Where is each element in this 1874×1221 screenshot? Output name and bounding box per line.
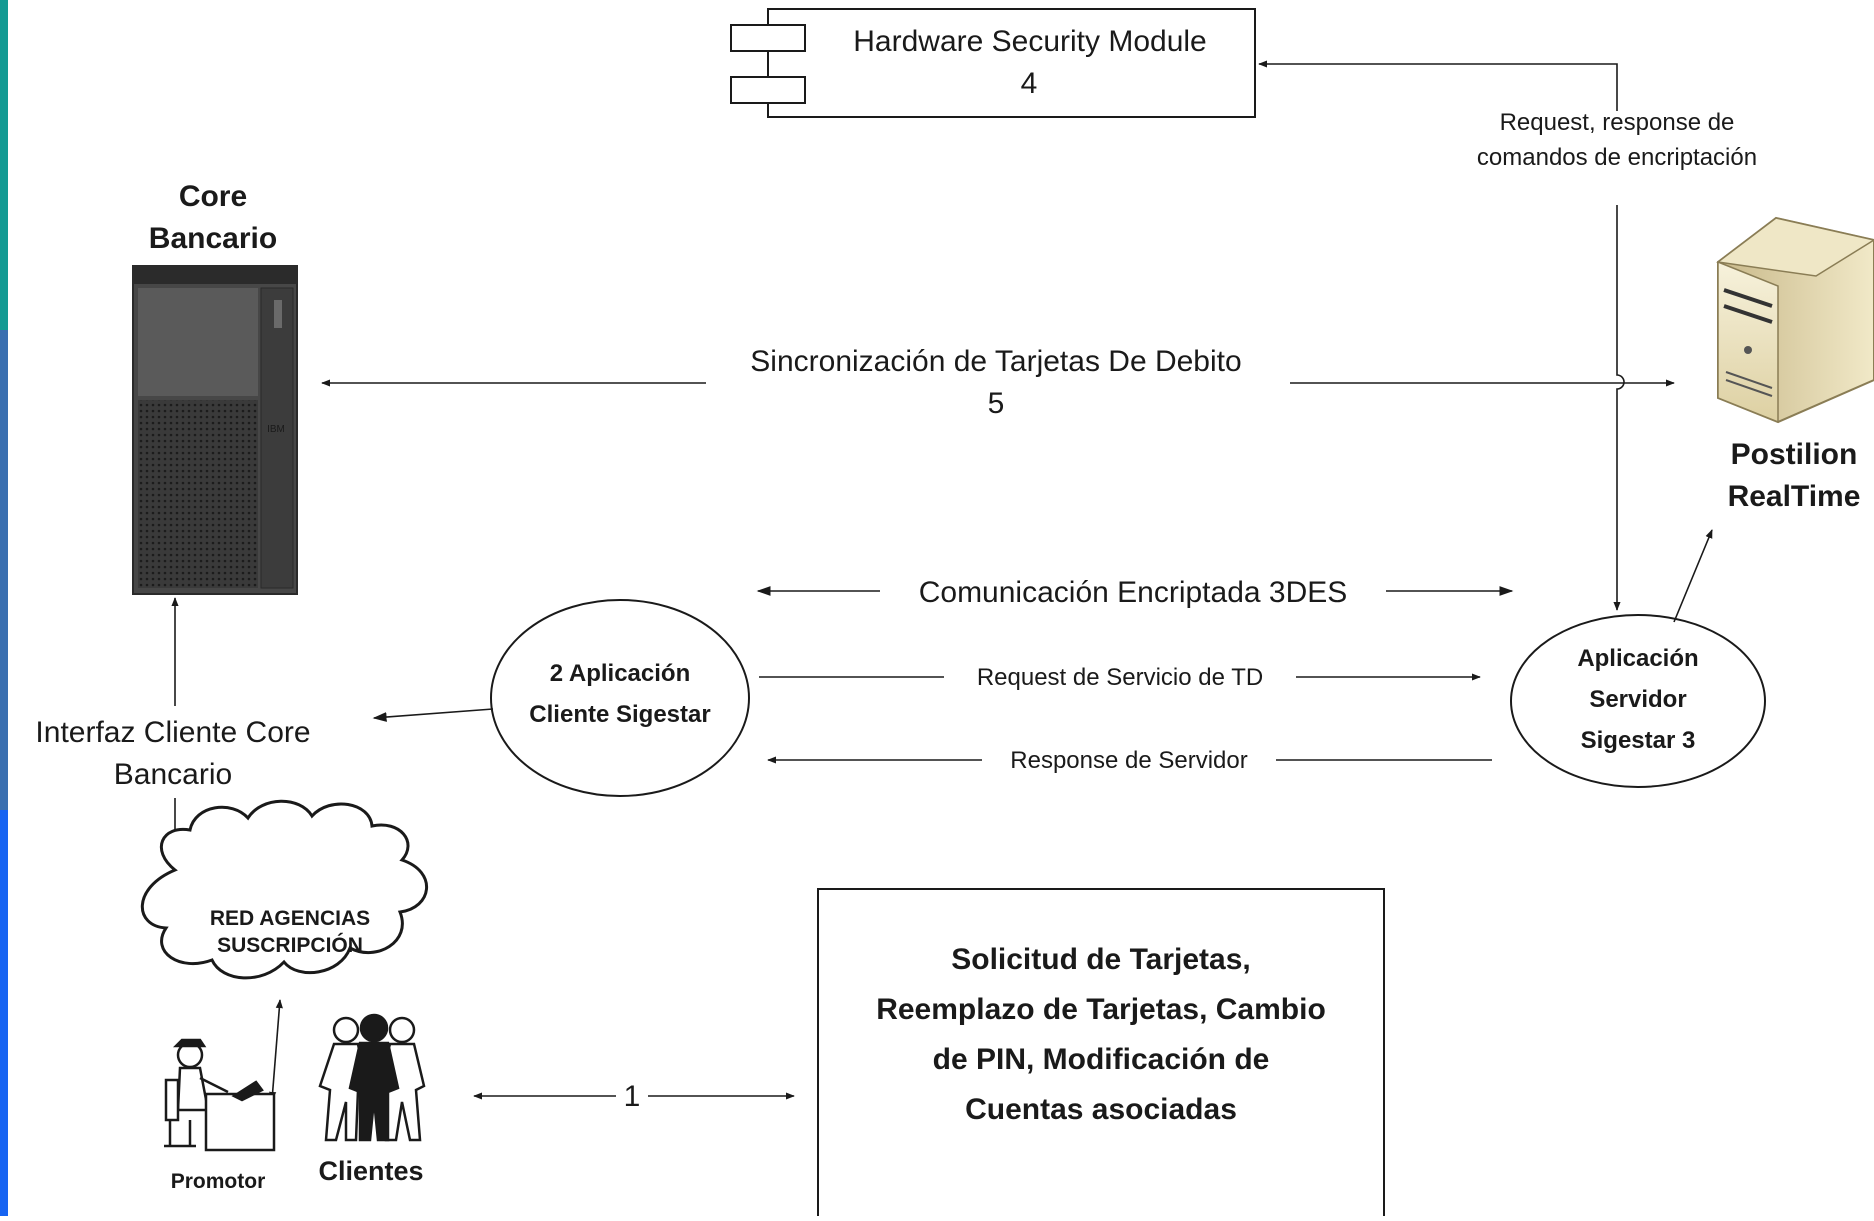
services-line-1: Solicitud de Tarjetas, bbox=[951, 943, 1251, 976]
server-app-label-3: Sigestar 3 bbox=[1581, 727, 1696, 754]
hsm-component: Hardware Security Module 4 bbox=[730, 8, 1256, 118]
postilion-label-1: Postilion bbox=[1731, 438, 1858, 471]
encrypted-connector: Comunicación Encriptada 3DES bbox=[756, 576, 1514, 609]
core-bancario-label-1: Core bbox=[179, 180, 247, 213]
interface-label-2: Bancario bbox=[114, 758, 232, 791]
encrypted-label: Comunicación Encriptada 3DES bbox=[919, 576, 1348, 609]
client-app-label-1: 2 Aplicación bbox=[550, 660, 690, 687]
core-bancario: Core Bancario IBM bbox=[132, 180, 298, 595]
response-connector: Response de Servidor bbox=[767, 747, 1492, 774]
client-app-label-2: Cliente Sigestar bbox=[529, 701, 710, 728]
interface-label-1: Interfaz Cliente Core bbox=[35, 716, 310, 749]
cloud-promotor-arrow bbox=[269, 999, 283, 1101]
server-to-postilion-arrow bbox=[1673, 529, 1713, 623]
promotor-label: Promotor bbox=[171, 1170, 266, 1193]
sync-number: 5 bbox=[988, 387, 1005, 420]
postilion-label-2: RealTime bbox=[1728, 480, 1861, 513]
cloud-label-2: SUSCRIPCIÓN bbox=[217, 933, 363, 957]
step1-connector: 1 bbox=[473, 1080, 795, 1113]
hsm-title: Hardware Security Module bbox=[853, 25, 1206, 58]
interface-node: Interfaz Cliente Core Bancario bbox=[35, 597, 494, 884]
agencies-network-cloud: RED AGENCIAS SUSCRIPCIÓN bbox=[140, 799, 429, 980]
core-bancario-label-2: Bancario bbox=[149, 222, 277, 255]
hsm-link-label-1: Request, response de bbox=[1500, 109, 1735, 136]
mainframe-server-icon: IBM bbox=[132, 265, 298, 595]
server-app-label-1: Aplicación bbox=[1577, 645, 1698, 672]
left-edge-decoration bbox=[0, 0, 8, 1216]
hsm-connector: Request, response de comandos de encript… bbox=[1258, 60, 1757, 611]
services-box: Solicitud de Tarjetas, Reemplazo de Tarj… bbox=[817, 888, 1385, 1221]
request-label: Request de Servicio de TD bbox=[977, 664, 1263, 691]
promotor-figure-icon bbox=[164, 1038, 276, 1152]
server-tower-icon bbox=[1716, 216, 1874, 424]
server-app-node: Aplicación Servidor Sigestar 3 bbox=[1510, 529, 1766, 788]
services-line-2: Reemplazo de Tarjetas, Cambio bbox=[876, 993, 1326, 1026]
services-line-4: Cuentas asociadas bbox=[965, 1093, 1237, 1126]
client-app-node: 2 Aplicación Cliente Sigestar bbox=[490, 599, 750, 797]
clients-group-icon bbox=[318, 1013, 426, 1142]
hsm-number: 4 bbox=[1021, 67, 1038, 100]
sync-label: Sincronización de Tarjetas De Debito bbox=[750, 345, 1241, 378]
step1-label: 1 bbox=[624, 1080, 641, 1113]
services-line-3: de PIN, Modificación de bbox=[933, 1043, 1270, 1076]
ibm-logo: IBM bbox=[267, 424, 285, 435]
clientes-label: Clientes bbox=[318, 1156, 423, 1186]
response-label: Response de Servidor bbox=[1010, 747, 1247, 774]
request-connector: Request de Servicio de TD bbox=[759, 664, 1481, 691]
sync-connector: Sincronización de Tarjetas De Debito 5 bbox=[321, 345, 1675, 420]
postilion-realtime: Postilion RealTime bbox=[1716, 216, 1874, 513]
server-app-label-2: Servidor bbox=[1589, 686, 1686, 713]
hsm-link-label-2: comandos de encriptación bbox=[1477, 144, 1757, 171]
cloud-label-1: RED AGENCIAS bbox=[210, 907, 370, 930]
